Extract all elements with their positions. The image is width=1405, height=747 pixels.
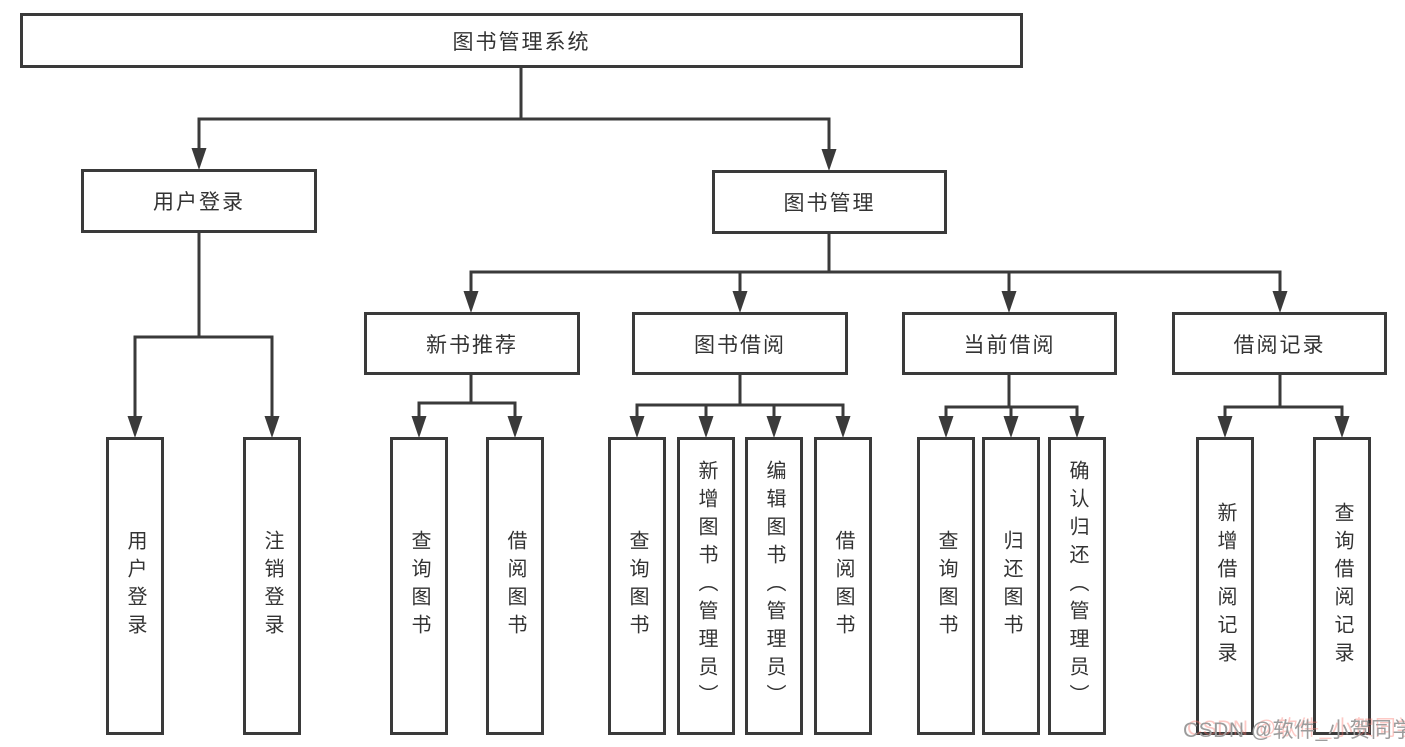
leaf-bb-borrow-books: 借阅图书 <box>814 437 872 735</box>
leaf-nbr-query-books: 查询图书 <box>390 437 448 735</box>
connector-root <box>191 68 837 171</box>
leaf-user-login-label: 用户登录 <box>124 530 146 642</box>
node-book-mgmt-branch-label: 图书管理 <box>783 192 876 215</box>
node-user-login-branch: 用户登录 <box>81 169 317 233</box>
leaf-br-add-record-label: 新增借阅记录 <box>1214 502 1236 670</box>
leaf-cb-confirm-return: 确认归还（管理员） <box>1048 437 1106 735</box>
node-root-label: 图书管理系统 <box>452 30 591 54</box>
leaf-bb-borrow-books-label: 借阅图书 <box>832 530 854 642</box>
node-borrow-records-label: 借阅记录 <box>1233 333 1326 357</box>
leaf-br-add-record: 新增借阅记录 <box>1196 437 1254 735</box>
node-book-borrow: 图书借阅 <box>632 312 848 375</box>
csdn-watermark: CSDN @软件_小贺同学 <box>1183 719 1405 742</box>
leaf-br-query-record-label: 查询借阅记录 <box>1331 502 1353 670</box>
leaf-logout-label: 注销登录 <box>261 530 283 642</box>
node-book-mgmt-branch: 图书管理 <box>712 170 947 234</box>
leaf-cb-return-books: 归还图书 <box>982 437 1040 735</box>
leaf-bb-edit-books-label: 编辑图书（管理员） <box>763 460 785 712</box>
leaf-nbr-borrow-books-label: 借阅图书 <box>504 530 526 642</box>
connector-borrow-records <box>1217 375 1350 438</box>
leaf-nbr-query-books-label: 查询图书 <box>408 530 430 642</box>
node-root: 图书管理系统 <box>20 13 1023 68</box>
leaf-cb-query-books: 查询图书 <box>917 437 975 735</box>
connector-book-mgmt <box>463 234 1288 313</box>
leaf-logout: 注销登录 <box>243 437 301 735</box>
leaf-user-login: 用户登录 <box>106 437 164 735</box>
connector-book-borrow <box>629 375 851 438</box>
node-new-book-rec-label: 新书推荐 <box>426 333 518 357</box>
leaf-bb-query-books: 查询图书 <box>608 437 666 735</box>
connector-new-book-rec <box>411 375 523 438</box>
leaf-cb-return-books-label: 归还图书 <box>1000 530 1022 642</box>
connector-user-login <box>127 233 280 438</box>
node-book-borrow-label: 图书借阅 <box>694 333 786 357</box>
node-current-borrow-label: 当前借阅 <box>963 333 1056 357</box>
leaf-br-query-record: 查询借阅记录 <box>1313 437 1371 735</box>
node-borrow-records: 借阅记录 <box>1172 312 1387 375</box>
leaf-bb-query-books-label: 查询图书 <box>626 530 648 642</box>
leaf-cb-query-books-label: 查询图书 <box>935 530 957 642</box>
node-new-book-rec: 新书推荐 <box>364 312 580 375</box>
leaf-bb-add-books-label: 新增图书（管理员） <box>695 460 717 712</box>
leaf-cb-confirm-return-label: 确认归还（管理员） <box>1066 460 1088 712</box>
connector-current-borrow <box>938 375 1085 438</box>
leaf-bb-add-books: 新增图书（管理员） <box>677 437 735 735</box>
node-user-login-branch-label: 用户登录 <box>153 191 245 214</box>
node-current-borrow: 当前借阅 <box>902 312 1117 375</box>
leaf-bb-edit-books: 编辑图书（管理员） <box>745 437 803 735</box>
leaf-nbr-borrow-books: 借阅图书 <box>486 437 544 735</box>
